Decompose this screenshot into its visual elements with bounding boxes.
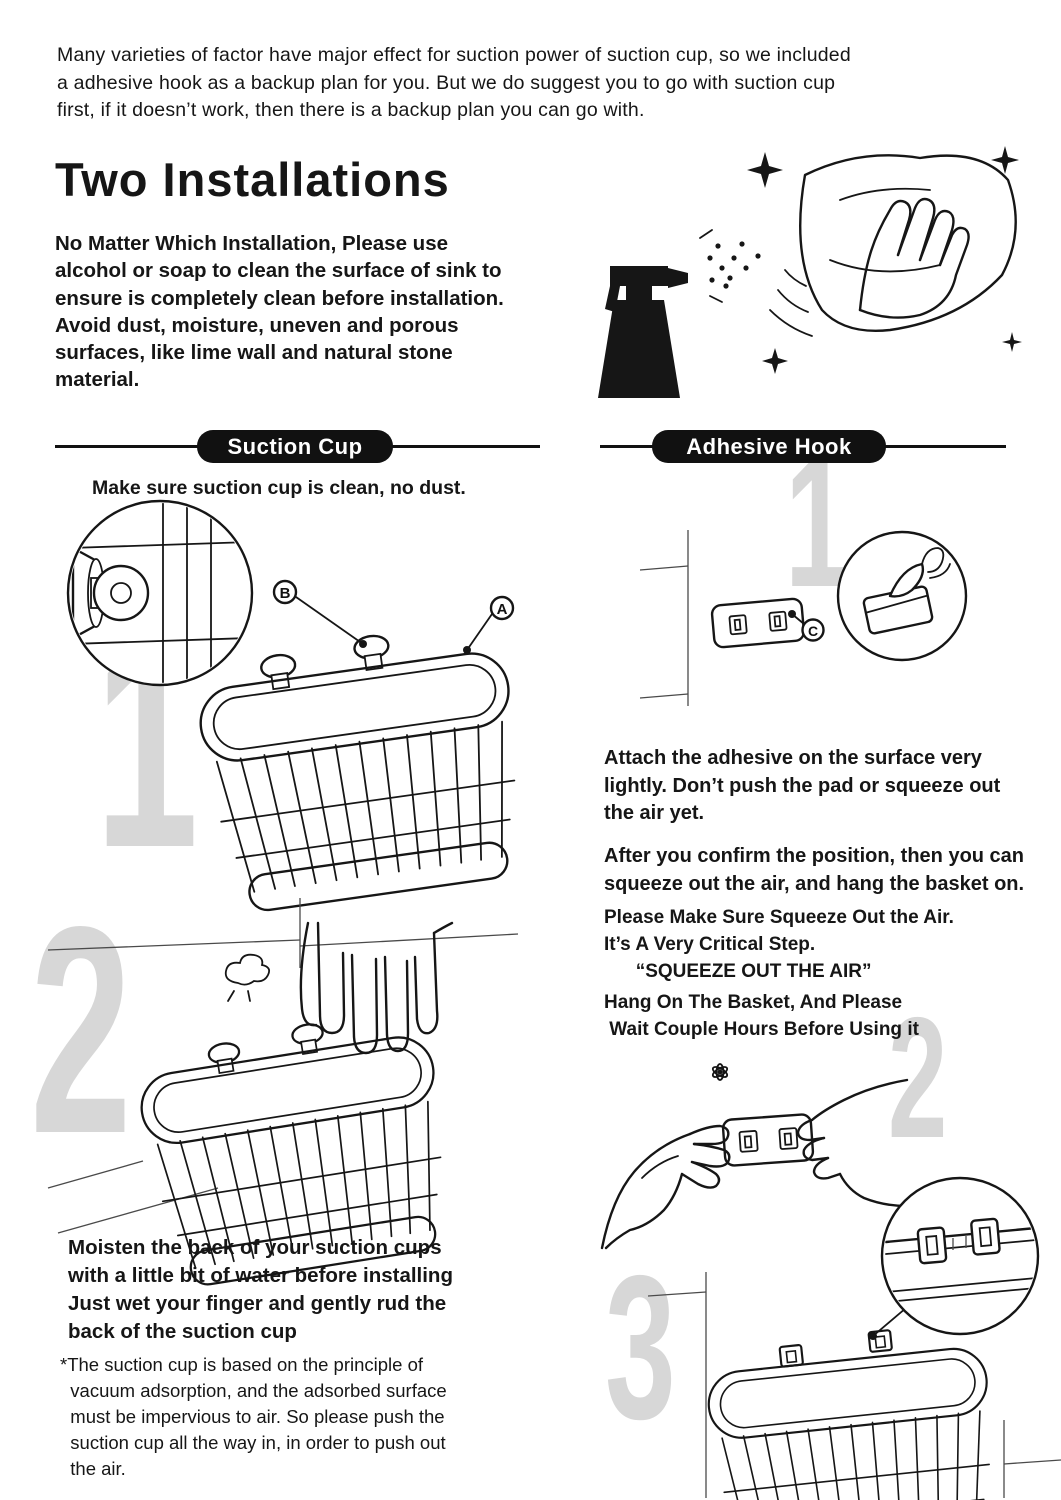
adhesive-step2-number: 2 bbox=[888, 982, 948, 1174]
page-title: Two Installations bbox=[55, 153, 450, 206]
label-c: C bbox=[788, 610, 825, 642]
adhesive-pad bbox=[710, 597, 806, 649]
adhesive-step3-illustration bbox=[647, 1176, 1061, 1500]
label-c-text: C bbox=[808, 623, 818, 639]
wiping-cloth-icon bbox=[799, 154, 1017, 332]
hanging-basket-illustration bbox=[704, 1344, 1006, 1500]
sparkle-icon bbox=[747, 146, 1022, 374]
intro-paragraph: Many varieties of factor have major effe… bbox=[57, 44, 851, 122]
suction-step2-number: 2 bbox=[30, 865, 132, 1195]
right-hand-icon bbox=[796, 1078, 909, 1208]
suction-footnote: *The suction cup is based on the princip… bbox=[60, 1354, 447, 1479]
moisten-instruction: Moisten the back of your suction cups wi… bbox=[68, 1236, 453, 1343]
suction-step2-illustration bbox=[47, 898, 519, 1292]
wall-tile-lines bbox=[47, 898, 519, 1234]
confirm-instruction: After you confirm the position, then you… bbox=[604, 845, 1025, 895]
flower-burst-icon bbox=[711, 1063, 729, 1081]
label-a: A bbox=[463, 595, 515, 654]
suction-cup-header-label: Suction Cup bbox=[227, 433, 363, 459]
label-b-text: B bbox=[280, 585, 291, 602]
spray-bottle-icon bbox=[598, 266, 688, 398]
hand-icon bbox=[858, 197, 970, 319]
suction-step1-illustration: B A bbox=[66, 499, 536, 917]
spray-and-wipe-illustration bbox=[598, 146, 1022, 398]
air-puff-icon bbox=[224, 953, 271, 1002]
label-b: B bbox=[272, 579, 367, 648]
motion-lines bbox=[769, 269, 813, 337]
adhesive-step3-number: 3 bbox=[605, 1233, 676, 1462]
hang-instruction: Hang On The Basket, And Please Wait Coup… bbox=[604, 992, 919, 1040]
hook-detail-magnifier bbox=[880, 1176, 1040, 1336]
adhesive-hook-header-label: Adhesive Hook bbox=[686, 433, 852, 459]
spray-mist-dots bbox=[699, 229, 761, 303]
suction-cup-header: Suction Cup bbox=[197, 430, 393, 463]
magnifier-leader bbox=[869, 1307, 907, 1340]
adhesive-pad bbox=[721, 1113, 815, 1167]
attach-instruction: Attach the adhesive on the surface very … bbox=[604, 747, 1001, 825]
adhesive-hook-header: Adhesive Hook bbox=[652, 430, 886, 463]
label-a-text: A bbox=[497, 601, 508, 618]
suction-cups-on-basket bbox=[260, 634, 390, 691]
suction-cups-on-basket bbox=[207, 1023, 324, 1075]
clean-instruction: No Matter Which Installation, Please use… bbox=[55, 232, 504, 392]
peel-sticker-detail bbox=[862, 547, 951, 635]
pressing-hand-illustration bbox=[299, 921, 454, 1055]
wall-tile-lines bbox=[647, 1272, 1061, 1498]
suction-step1-caption: Make sure suction cup is clean, no dust. bbox=[92, 477, 466, 499]
wall-tile-lines bbox=[639, 530, 689, 706]
wire-basket-illustration bbox=[194, 647, 536, 917]
squeeze-instruction: Please Make Sure Squeeze Out the Air. It… bbox=[604, 907, 954, 982]
adhesive-step2-illustration bbox=[600, 1063, 909, 1250]
hook-detail bbox=[884, 1217, 1036, 1303]
left-hand-icon bbox=[600, 1124, 731, 1250]
adhesive-step1-illustration: C bbox=[639, 530, 968, 706]
suction-cup-detail bbox=[70, 503, 250, 683]
